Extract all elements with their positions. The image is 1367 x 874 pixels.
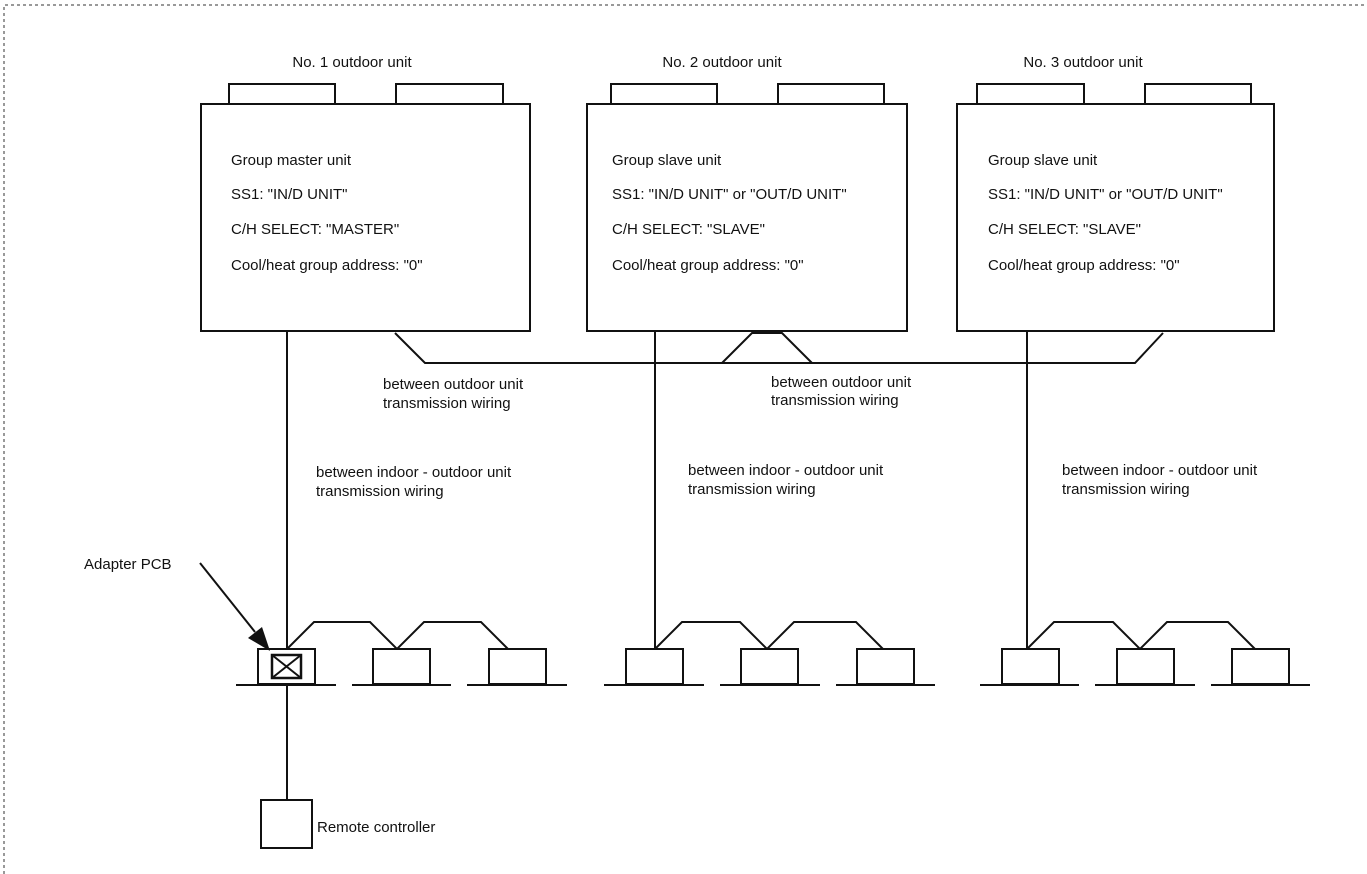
indoor-group-1 [236,621,567,686]
outdoor-unit-1-role: Group master unit [231,152,352,169]
indoor-unit-1b [372,648,431,685]
outdoor-unit-1: No. 1 outdoor unit Group master unit SS1… [200,54,531,332]
fan-unit-1b [395,83,504,105]
indoor-unit-3b [1116,648,1175,685]
fan-unit-2a [610,83,718,105]
fan-unit-2b [777,83,885,105]
indoor-unit-2c [856,648,915,685]
outdoor-unit-3: No. 3 outdoor unit Group slave unit SS1:… [956,54,1275,332]
outdoor-wiring-label-1-line1: between outdoor unit [383,376,524,393]
outdoor-unit-2-title: No. 2 outdoor unit [662,54,782,71]
outdoor-unit-3-select: C/H SELECT: "SLAVE" [988,221,1141,238]
fan-unit-3a [976,83,1085,105]
remote-controller-box [260,799,313,849]
indoor-unit-2b [740,648,799,685]
outdoor-unit-3-title: No. 3 outdoor unit [1023,54,1143,71]
outdoor-unit-2-address: Cool/heat group address: "0" [612,257,804,274]
outdoor-unit-2-ss1: SS1: "IN/D UNIT" or "OUT/D UNIT" [612,186,847,203]
indoor-group-1-wire [286,621,509,651]
outdoor-unit-1-address: Cool/heat group address: "0" [231,257,423,274]
adapter-pcb-label: Adapter PCB [84,556,172,573]
indoor-unit-3a [1001,648,1060,685]
page-border [3,4,1367,874]
outdoor-unit-1-box [200,103,531,332]
outdoor-unit-3-ss1: SS1: "IN/D UNIT" or "OUT/D UNIT" [988,186,1223,203]
outdoor-wiring-label-1-line2: transmission wiring [383,395,511,412]
outdoor-unit-3-role: Group slave unit [988,152,1098,169]
outdoor-unit-2: No. 2 outdoor unit Group slave unit SS1:… [586,54,908,332]
indoor-unit-1c [488,648,547,685]
remote-controller-label: Remote controller [317,819,435,836]
indoor-group-2-wire [654,621,884,651]
indoor-wiring-label-1-line1: between indoor - outdoor unit [316,464,512,481]
indoor-wiring-label-2-line2: transmission wiring [688,481,816,498]
outdoor-wiring-label-2-line2: transmission wiring [771,392,899,409]
fan-unit-3b [1144,83,1252,105]
outdoor-wiring-label-2-line1: between outdoor unit [771,374,912,391]
indoor-wiring-label-2-line1: between indoor - outdoor unit [688,462,884,479]
indoor-group-3 [980,621,1310,686]
indoor-group-3-wire [1026,621,1256,651]
adapter-pcb [270,653,303,680]
indoor-wiring-label-3-line2: transmission wiring [1062,481,1190,498]
outdoor-unit-3-box [956,103,1275,332]
outdoor-unit-2-select: C/H SELECT: "SLAVE" [612,221,765,238]
indoor-wiring-label-3-line1: between indoor - outdoor unit [1062,462,1258,479]
outdoor-unit-2-role: Group slave unit [612,152,722,169]
indoor-unit-2a [625,648,684,685]
outdoor-unit-1-ss1: SS1: "IN/D UNIT" [231,186,348,203]
indoor-unit-3c [1231,648,1290,685]
outdoor-unit-1-title: No. 1 outdoor unit [292,54,412,71]
outdoor-transmission-branch [721,332,813,364]
indoor-wiring-label-1-line2: transmission wiring [316,483,444,500]
adapter-arrow [199,562,270,651]
outdoor-unit-2-box [586,103,908,332]
fan-unit-1a [228,83,336,105]
outdoor-unit-3-address: Cool/heat group address: "0" [988,257,1180,274]
outdoor-transmission-wire [394,332,1164,364]
indoor-group-2 [604,621,935,686]
outdoor-unit-1-select: C/H SELECT: "MASTER" [231,221,399,238]
